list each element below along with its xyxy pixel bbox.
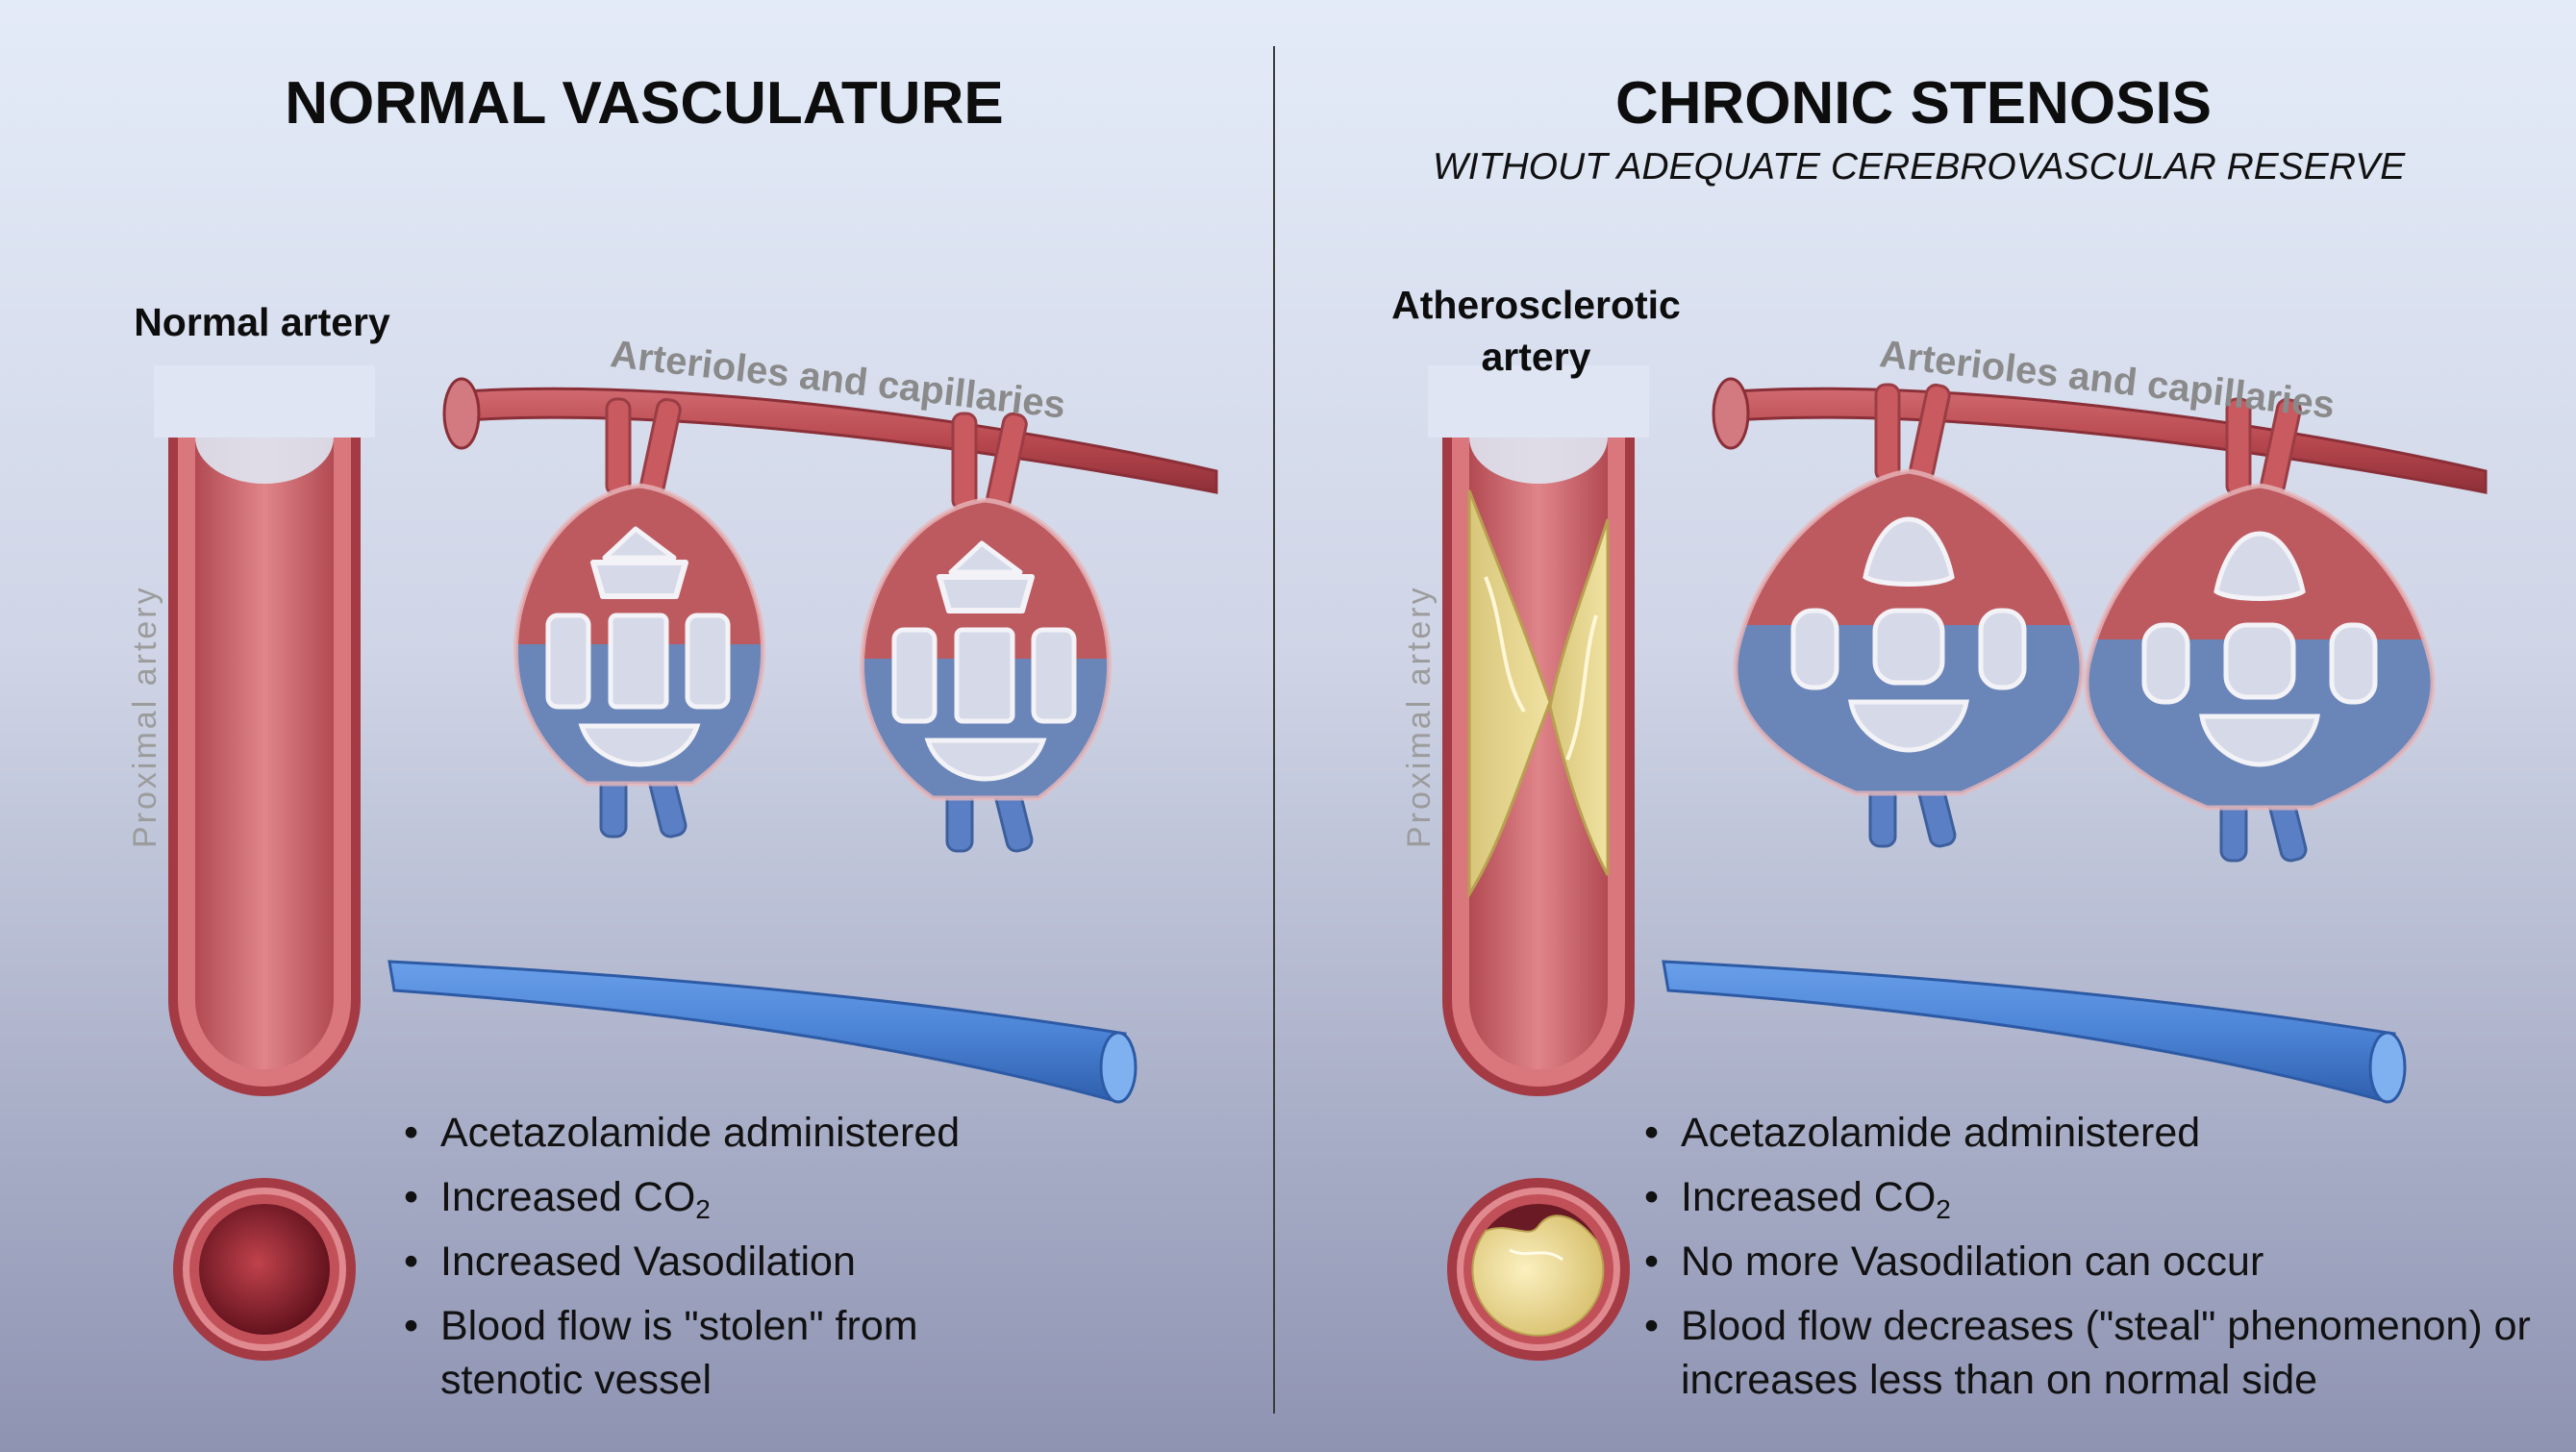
normal-artery-label: Normal artery	[134, 300, 390, 344]
left-bullet-item: Blood flow is "stolen" from stenotic ves…	[404, 1299, 1017, 1407]
subtitle-rest: ADEQUATE CEREBROVASCULAR RESERVE	[1607, 146, 2406, 188]
left-bullet-item: Increased CO2	[404, 1170, 1077, 1224]
right-bullet-item: Blood flow decreases ("steal" phenomenon…	[1644, 1299, 2575, 1407]
right-bullet-item: Acetazolamide administered	[1644, 1106, 2567, 1160]
left-panel-title: NORMAL VASCULATURE	[285, 70, 1004, 137]
normal-artery-cross-section	[173, 1178, 356, 1361]
left-bullet-item: Acetazolamide administered	[404, 1106, 1077, 1160]
right-proximal-artery-label: Proximal artery	[1401, 585, 1438, 848]
left-proximal-artery-label: Proximal artery	[127, 585, 163, 848]
right-bullet-item: No more Vasodilation can occur	[1644, 1235, 2567, 1289]
normal-artery-tube	[154, 365, 375, 1096]
left-bullet-item: Increased Vasodilation	[404, 1235, 1077, 1289]
right-panel-subtitle: WITHOUT ADEQUATE CEREBROVASCULAR RESERVE	[1433, 146, 2405, 188]
atherosclerotic-artery-cross-section	[1447, 1178, 1630, 1361]
subtitle-emphasis: WITHOUT	[1433, 146, 1608, 188]
left-bullet-list: Acetazolamide administered Increased CO2…	[404, 1106, 1077, 1417]
right-panel-title: CHRONIC STENOSIS	[1614, 70, 2213, 137]
atherosclerotic-artery-tube	[1428, 365, 1649, 1096]
atherosclerotic-artery-label: Atherosclerotic artery	[1391, 283, 1681, 379]
right-bullet-list: Acetazolamide administered Increased CO2…	[1644, 1106, 2567, 1417]
right-bullet-item: Increased CO2	[1644, 1170, 2567, 1224]
